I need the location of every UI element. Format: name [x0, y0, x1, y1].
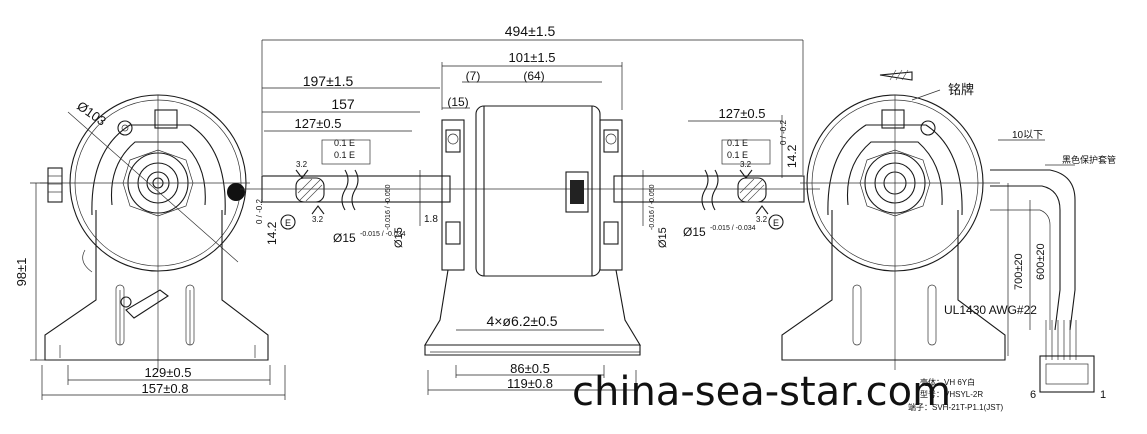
label-wire: UL1430 AWG#22: [944, 303, 1037, 317]
shaft-15-right-tol: -0.015 / -0.034: [710, 225, 756, 232]
dim-shaft-157: 157: [331, 96, 355, 112]
tol-left-b: 0.1 E: [334, 150, 355, 160]
shaft-15-right: Ø15: [683, 225, 706, 239]
table-line-1: 壳体：VH 6Y白: [920, 377, 975, 387]
lead-10: 10以下: [1012, 130, 1043, 141]
tol-14-2-left: 0 / -0.2: [255, 199, 264, 224]
roughness-4: 3.2: [756, 215, 768, 224]
tol-right-a: 0.1 E: [727, 138, 748, 148]
tol-14-2-right: 0 / -0.2: [779, 120, 788, 145]
shaft-15-mid-left-tol: -0.016 / -0.050: [385, 184, 392, 230]
dim-diameter-103: Ø103: [74, 98, 109, 129]
center-side-view: [240, 39, 820, 395]
tol-right-b: 0.1 E: [727, 150, 748, 160]
shaft-15-mid-left: Ø15: [393, 227, 405, 248]
dim-height-98: 98±1: [14, 258, 29, 287]
left-end-view: [30, 94, 286, 400]
dim-offset-15: (15): [447, 95, 468, 109]
label-nameplate: 铭牌: [948, 82, 974, 97]
label-sleeve: 黑色保护套管: [1062, 154, 1116, 165]
dim-base-157: 157±0.8: [142, 381, 189, 396]
dim-base-119: 119±0.8: [507, 376, 553, 391]
dim-shaft-197: 197±1.5: [303, 73, 354, 89]
dim-shaft-127-left: 127±0.5: [295, 116, 342, 131]
shaft-15-mid-right-tol: -0.016 / -0.050: [649, 184, 656, 230]
text-layer: 494±1.5 101±1.5 (7) (64) 197±1.5 157 127…: [14, 23, 1116, 415]
dim-holes: 4×ø6.2±0.5: [486, 313, 557, 329]
dim-total-length: 494±1.5: [505, 23, 556, 39]
lead-700: 700±20: [1013, 253, 1025, 290]
shaft-15-left: Ø15: [333, 231, 356, 245]
roughness-3: 3.2: [740, 160, 752, 169]
datum-left: E: [285, 218, 291, 228]
value-1-8: 1.8: [424, 214, 438, 225]
dim-flange-7: (7): [466, 69, 481, 83]
tol-left-a: 0.1 E: [334, 138, 355, 148]
right-end-view: [781, 69, 1095, 393]
table-line-3: 端子：SVH-21T-P1.1(JST): [908, 402, 1003, 412]
roughness-2: 3.2: [312, 215, 324, 224]
lead-600: 600±20: [1035, 243, 1047, 280]
roughness-1: 3.2: [296, 160, 308, 169]
shaft-15-left-tol: -0.015 / -0.034: [360, 231, 406, 238]
shaft-15-mid-right: Ø15: [657, 227, 669, 248]
dim-shaft-127-right: 127±0.5: [719, 106, 766, 121]
dim-14-2-left: 14.2: [265, 221, 279, 245]
dim-body-length: 101±1.5: [509, 50, 556, 65]
datum-right: E: [773, 218, 779, 228]
label-pin-6: 6: [1030, 389, 1036, 401]
table-line-2: 型号：VHSYL-2R: [920, 390, 983, 399]
dim-14-2-right: 14.2: [785, 144, 799, 168]
dim-base-129: 129±0.5: [145, 365, 192, 380]
watermark: china-sea-star.com: [572, 369, 951, 415]
label-pin-1: 1: [1100, 389, 1106, 401]
dim-body-64: (64): [523, 69, 544, 83]
dim-base-86: 86±0.5: [510, 361, 550, 376]
